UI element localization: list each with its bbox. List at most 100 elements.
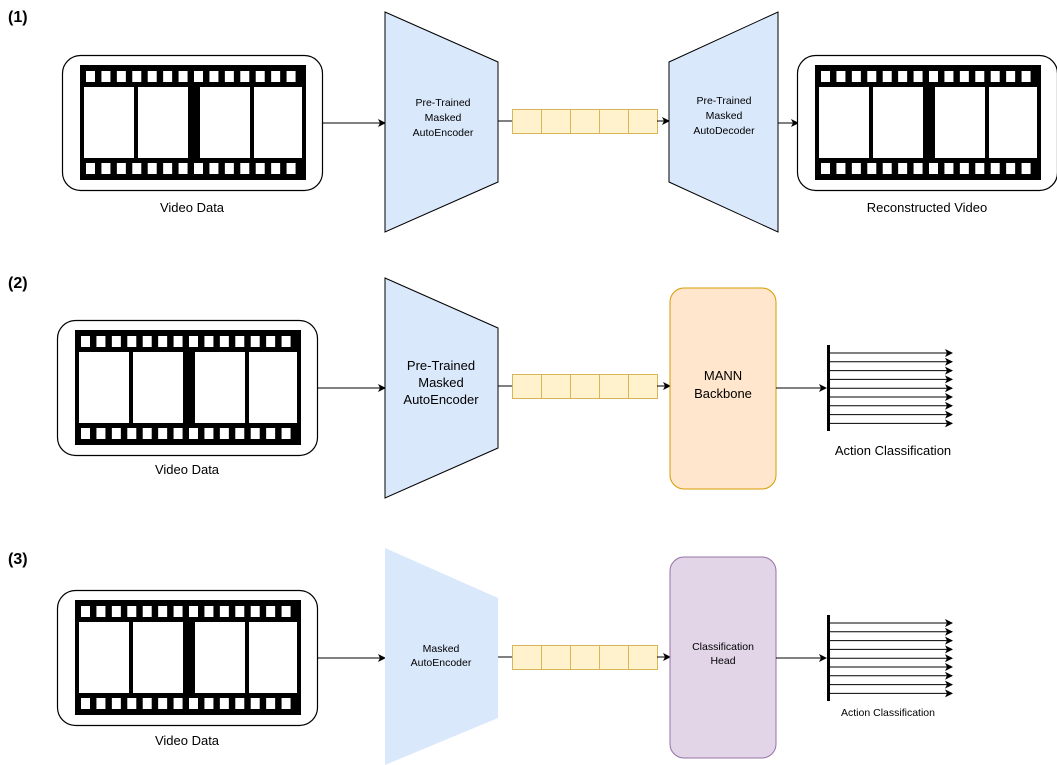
latent-cell	[541, 645, 571, 670]
sprocket-hole	[836, 163, 846, 174]
sprocket-hole	[240, 71, 250, 82]
latent-cell	[541, 374, 571, 399]
latent-cell	[512, 645, 542, 670]
film-frame	[819, 87, 869, 158]
panel-3: (3) Video Data Masked AutoEncoder Classi…	[8, 548, 953, 765]
sprocket-hole	[132, 163, 142, 174]
latent-cell	[570, 645, 600, 670]
sprocket-hole	[913, 163, 923, 174]
sprocket-hole	[127, 698, 137, 709]
sprocket-hole	[142, 428, 152, 439]
sprocket-hole	[990, 71, 1000, 82]
sprocket-hole	[116, 71, 126, 82]
sprocket-hole	[173, 698, 183, 709]
sprocket-hole	[204, 428, 214, 439]
latent-cell	[599, 109, 629, 134]
sprocket-hole	[147, 71, 157, 82]
film-frame	[249, 352, 297, 423]
panel-3-head-label-1: Classification	[692, 641, 754, 653]
sprocket-hole	[959, 163, 969, 174]
panel-1-encoder	[384, 11, 499, 233]
sprocket-hole	[142, 336, 152, 347]
panel-1-reconstructed-video-icon	[796, 54, 1057, 192]
sprocket-hole	[219, 698, 229, 709]
sprocket-hole	[204, 698, 214, 709]
sprocket-hole	[224, 163, 234, 174]
film-frame	[249, 622, 297, 693]
sprocket-hole	[867, 163, 877, 174]
sprocket-hole	[959, 71, 969, 82]
sprocket-hole	[163, 163, 173, 174]
sprocket-hole	[147, 163, 157, 174]
panel-1-encoder-label-3: AutoEncoder	[413, 127, 474, 139]
sprocket-hole	[86, 163, 95, 174]
film-frame	[84, 87, 134, 158]
film-frame	[195, 622, 245, 693]
panel-3-number: (3)	[8, 551, 28, 568]
film-frame	[138, 87, 188, 158]
latent-cell	[570, 109, 600, 134]
sprocket-hole	[142, 698, 152, 709]
panel-1-decoder-label-3: AutoDecoder	[693, 125, 755, 137]
sprocket-hole	[158, 428, 168, 439]
panel-1-decoder	[668, 11, 779, 233]
sprocket-hole	[101, 163, 111, 174]
film-frame	[133, 622, 183, 693]
sprocket-hole	[250, 698, 260, 709]
sprocket-hole	[189, 428, 198, 439]
panel-1: (1) Video Data Pre-Trained Masked AutoEn…	[8, 9, 1057, 233]
sprocket-hole	[163, 71, 173, 82]
panel-1-decoder-label-1: Pre-Trained	[696, 95, 751, 107]
sprocket-hole	[127, 428, 137, 439]
sprocket-hole	[836, 71, 846, 82]
panel-2-backbone-label-1: MANN	[704, 368, 742, 383]
sprocket-hole	[271, 71, 281, 82]
sprocket-hole	[821, 71, 830, 82]
latent-cell	[628, 374, 658, 399]
sprocket-hole	[81, 606, 90, 617]
sprocket-hole	[1021, 71, 1031, 82]
sprocket-hole	[224, 71, 234, 82]
sprocket-hole	[913, 71, 923, 82]
film-frame	[200, 87, 250, 158]
sprocket-hole	[116, 163, 126, 174]
sprocket-hole	[204, 336, 214, 347]
sprocket-hole	[209, 163, 219, 174]
sprocket-hole	[240, 163, 250, 174]
panel-3-latent-vector	[512, 645, 658, 670]
panel-2-latent-vector	[512, 374, 658, 399]
sprocket-hole	[96, 428, 106, 439]
sprocket-hole	[81, 428, 90, 439]
latent-cell	[628, 109, 658, 134]
sprocket-hole	[898, 163, 908, 174]
sprocket-hole	[1021, 163, 1031, 174]
panel-3-video-data-icon	[56, 589, 319, 727]
sprocket-hole	[281, 698, 291, 709]
sprocket-hole	[173, 336, 183, 347]
panel-3-head-label-2: Head	[710, 655, 735, 667]
sprocket-hole	[96, 698, 106, 709]
sprocket-hole	[96, 606, 106, 617]
film-frame	[79, 622, 129, 693]
sprocket-hole	[944, 71, 954, 82]
sprocket-hole	[81, 698, 90, 709]
sprocket-hole	[178, 163, 188, 174]
sprocket-hole	[821, 163, 830, 174]
latent-cell	[570, 374, 600, 399]
panel-3-encoder-label-1: Masked	[423, 643, 460, 655]
sprocket-hole	[286, 163, 296, 174]
sprocket-hole	[281, 606, 291, 617]
sprocket-hole	[235, 428, 245, 439]
sprocket-hole	[867, 71, 877, 82]
sprocket-hole	[127, 606, 137, 617]
latent-cell	[599, 374, 629, 399]
sprocket-hole	[1006, 71, 1016, 82]
sprocket-hole	[250, 606, 260, 617]
sprocket-hole	[929, 163, 938, 174]
film-frame	[935, 87, 985, 158]
sprocket-hole	[255, 163, 265, 174]
sprocket-hole	[266, 336, 276, 347]
sprocket-hole	[189, 336, 198, 347]
panel-2-encoder-label-2: Masked	[418, 375, 464, 390]
